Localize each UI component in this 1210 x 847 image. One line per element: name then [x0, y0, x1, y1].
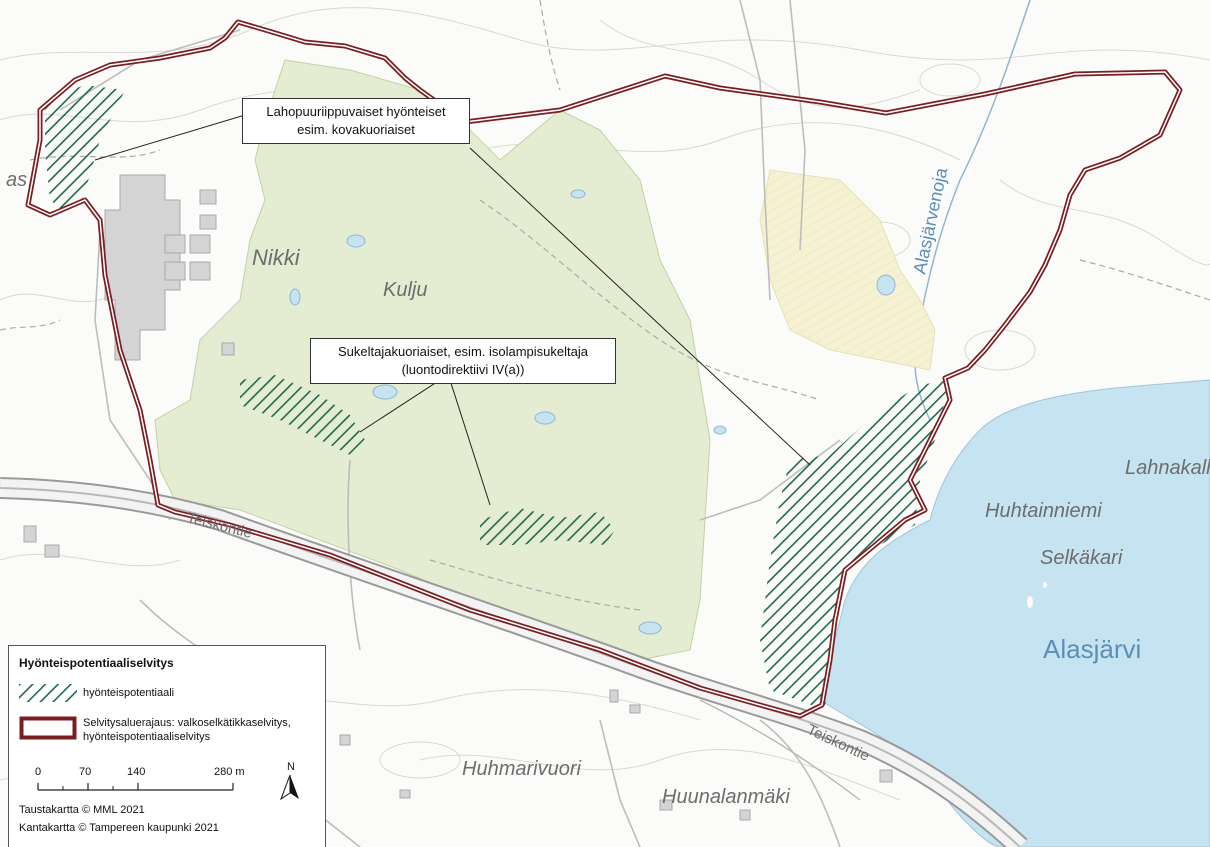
callout-lahopuu: Lahopuuriippuvaiset hyönteiset esim. kov… — [242, 98, 470, 144]
legend-boundary-symbol — [19, 716, 77, 740]
callout-sukeltaja-line1: Sukeltajakuoriaiset, esim. isolampisukel… — [337, 344, 588, 359]
label-selkakari: Selkäkari — [1040, 547, 1123, 569]
label-huhtainniemi: Huhtainniemi — [985, 500, 1102, 522]
legend-boundary-label-1: Selvitysaluerajaus: valkoselkätikkaselvi… — [83, 717, 291, 729]
legend-boundary-label-2: hyönteispotentiaaliselvitys — [83, 731, 211, 743]
label-kulju: Kulju — [383, 279, 427, 301]
islet — [1027, 596, 1033, 608]
north-arrow-icon — [280, 774, 299, 800]
credit-city: Kantakartta © Tampereen kaupunki 2021 — [19, 822, 219, 834]
buildings — [23, 174, 893, 831]
scale-tick-70: 70 — [79, 766, 92, 778]
credit-basemap: Taustakartta © MML 2021 — [19, 804, 145, 816]
legend-title: Hyönteispotentiaaliselvitys — [19, 656, 174, 670]
map-legend: Hyönteispotentiaaliselvitys hyönteispote… — [8, 645, 326, 847]
label-cut-left: as — [6, 169, 27, 191]
legend-hatch-symbol — [19, 684, 77, 702]
callout-lahopuu-line2: esim. kovakuoriaiset — [297, 122, 415, 137]
dashed-paths — [0, 0, 1210, 611]
scale-tick-280: 280 m — [214, 766, 245, 778]
ponds — [289, 189, 896, 635]
scale-tick-0: 0 — [35, 766, 42, 778]
study-area-boundary-inner — [27, 21, 1181, 717]
scale-tick-140: 140 — [127, 766, 146, 778]
yellow-zone-hatch — [760, 170, 935, 370]
north-label: N — [287, 761, 295, 773]
scale-bar — [37, 783, 234, 791]
label-huhmarivuori: Huhmarivuori — [462, 758, 581, 780]
hatch-area-pond — [240, 375, 365, 455]
label-alasjarvi: Alasjärvi — [1043, 634, 1141, 664]
label-huunalanmaki: Huunalanmäki — [662, 786, 790, 808]
hatch-area-northwest — [45, 85, 125, 210]
label-nikki: Nikki — [252, 245, 301, 270]
callout-sukeltaja: Sukeltajakuoriaiset, esim. isolampisukel… — [310, 338, 616, 384]
islet — [1043, 582, 1047, 588]
callout-lahopuu-line1: Lahopuuriippuvaiset hyönteiset — [266, 104, 446, 119]
callout-sukeltaja-line2: (luontodirektiivi IV(a)) — [401, 362, 525, 377]
legend-hatch-label: hyönteispotentiaali — [83, 687, 175, 699]
hatch-area-south — [480, 508, 615, 545]
label-lahnakallio: Lahnakalli — [1125, 457, 1210, 479]
callout-leaders — [94, 114, 811, 506]
